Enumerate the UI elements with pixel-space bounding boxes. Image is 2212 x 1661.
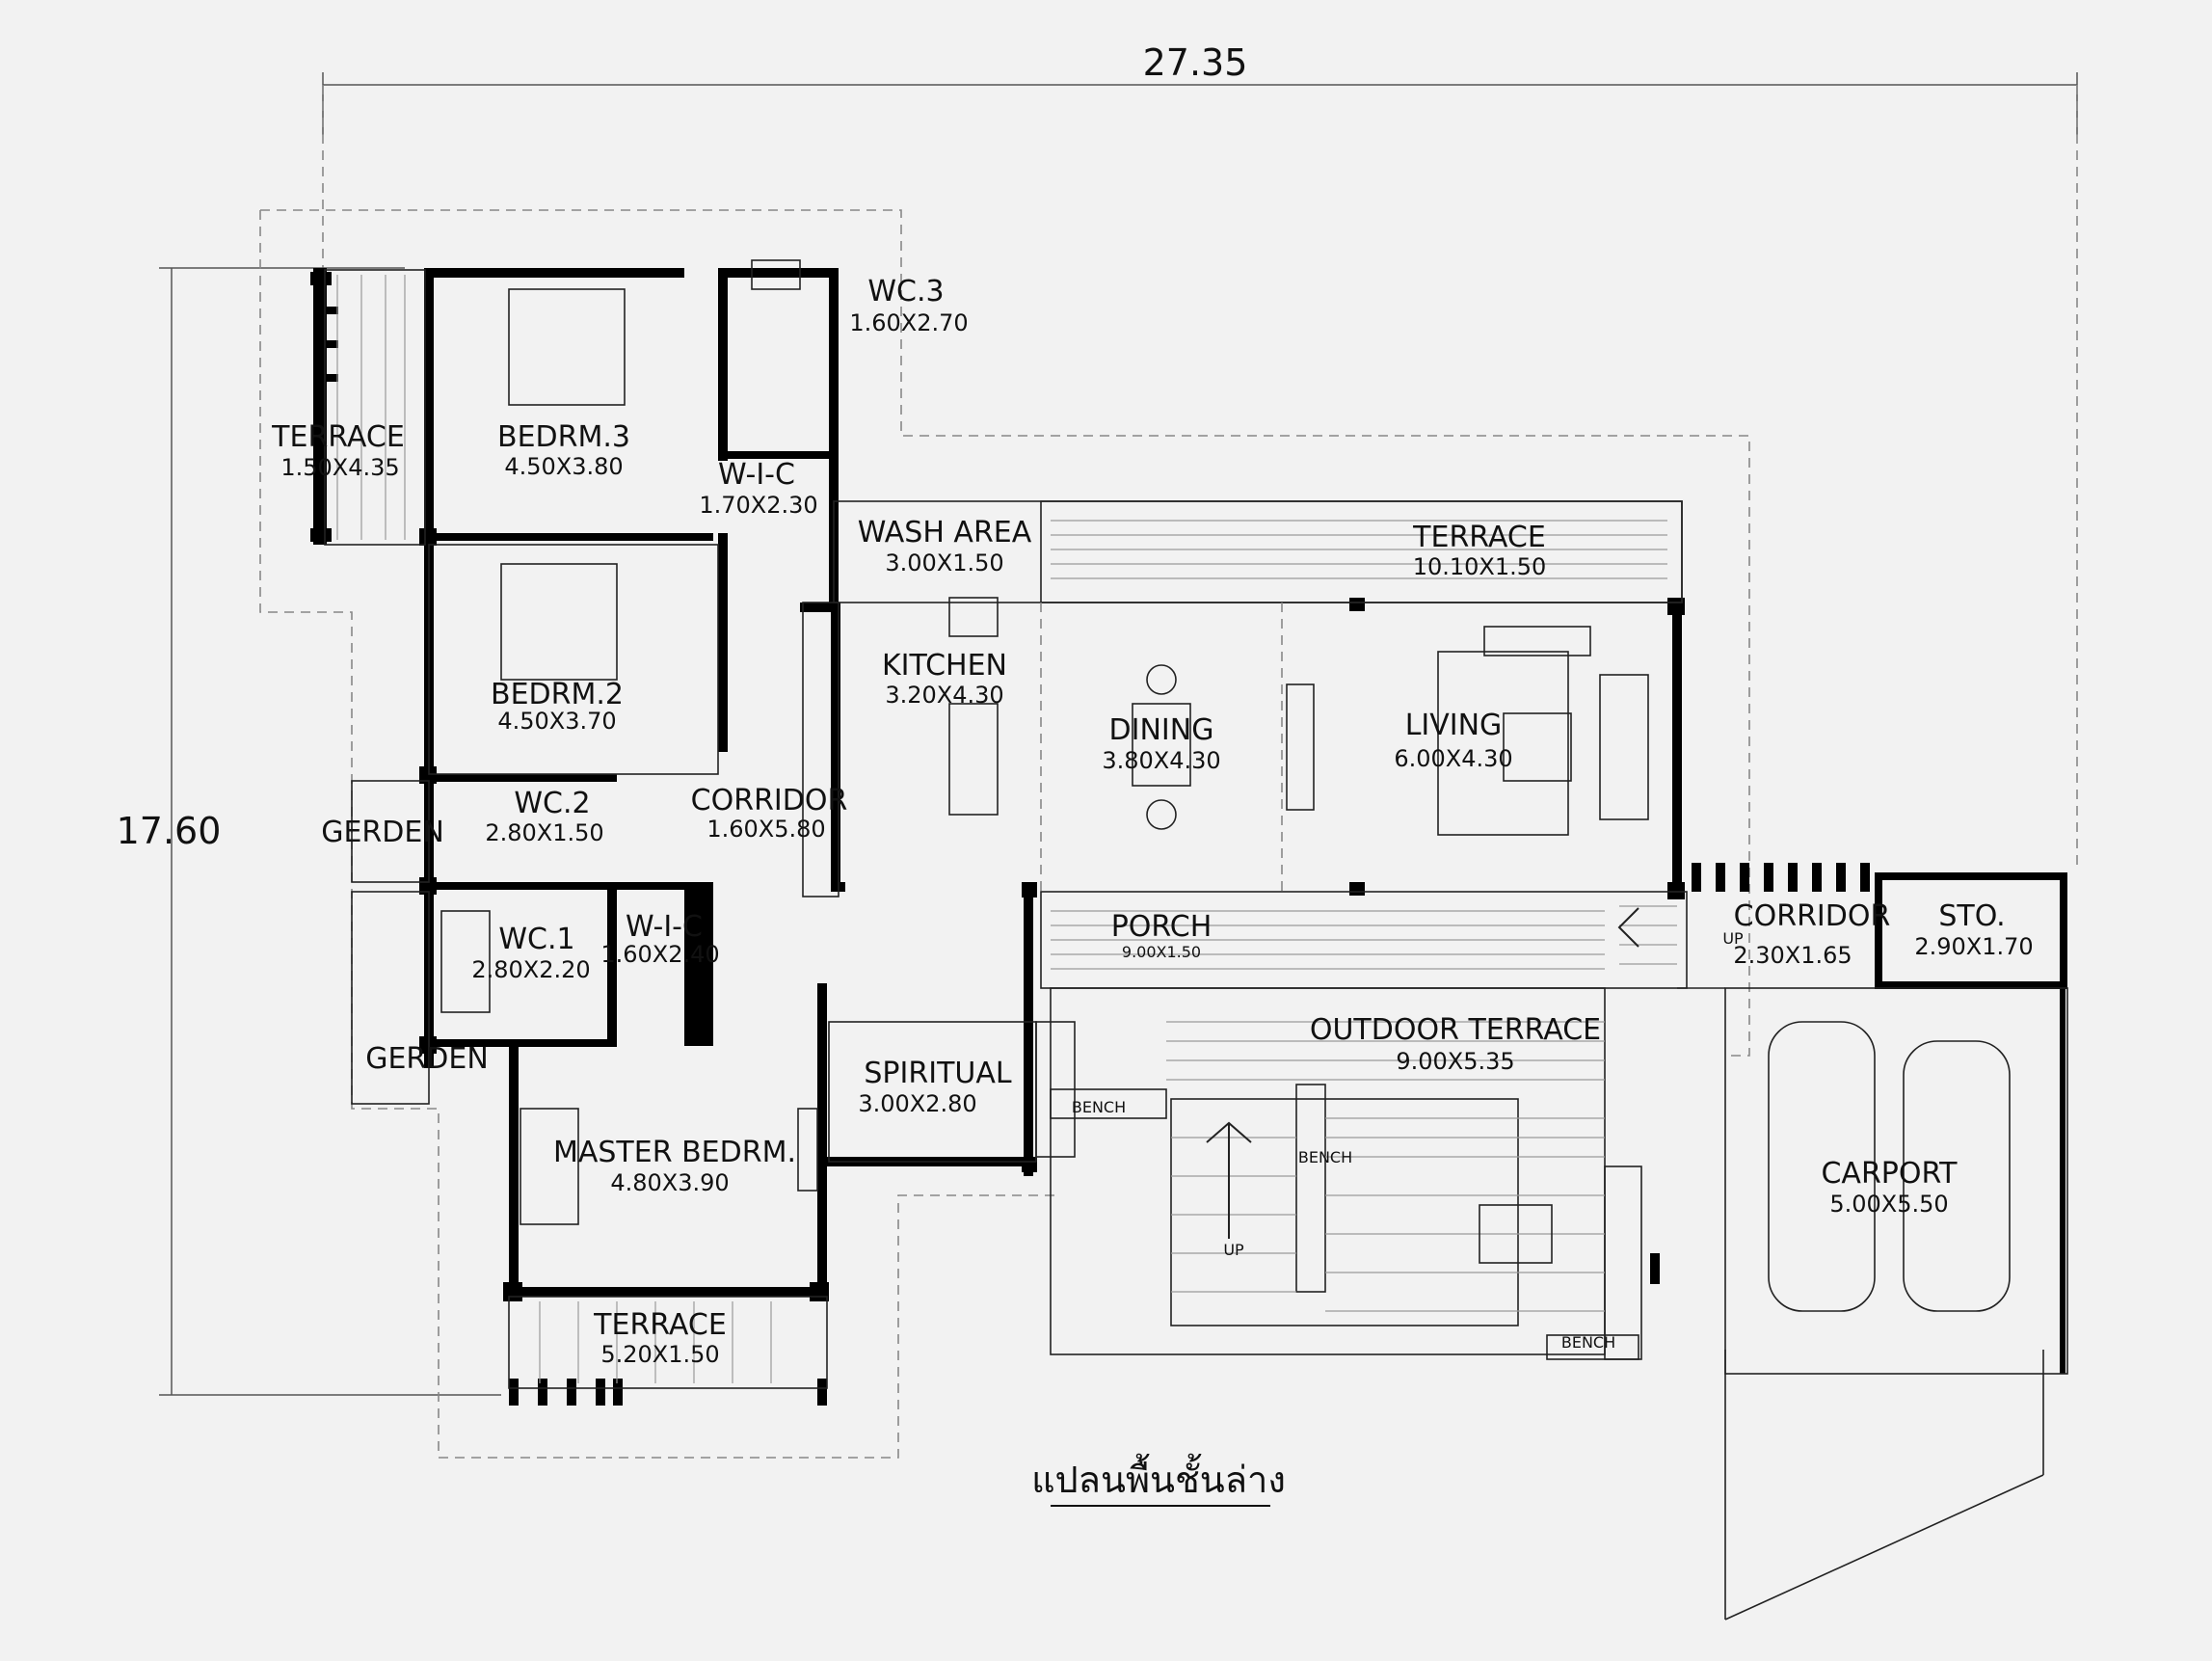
deck-boards [336, 275, 1677, 1383]
carport-size: 5.00X5.50 [1829, 1191, 1948, 1218]
terrace-west-size: 1.50X4.35 [280, 454, 399, 481]
spiritual-name: SPIRITUAL [864, 1057, 1011, 1090]
bed-2-icon [500, 563, 618, 681]
bedrm3-size: 4.50X3.80 [504, 453, 623, 480]
wash-area-size: 3.00X1.50 [885, 549, 1003, 576]
terrace-south-size: 5.20X1.50 [600, 1341, 719, 1368]
storage-size: 2.90X1.70 [1914, 933, 2033, 960]
wc2-size: 2.80X1.50 [485, 819, 603, 846]
corridor-center-name: CORRIDOR [691, 784, 848, 817]
bedrm2-name: BEDRM.2 [491, 678, 624, 711]
bench-label-2: BENCH [1298, 1148, 1352, 1166]
overall-depth-label: 17.60 [117, 810, 222, 852]
wic-mid-size: 1.60X2.40 [600, 941, 719, 968]
spiritual-size: 3.00X2.80 [858, 1090, 976, 1117]
bathtub-icon [440, 910, 491, 1013]
wc2-name: WC.2 [514, 787, 590, 820]
kitchen-size: 3.20X4.30 [885, 682, 1003, 709]
bench-label-1: BENCH [1072, 1098, 1126, 1116]
roof-outline [259, 209, 1750, 1459]
wic-mid-name: W-I-C [626, 910, 703, 944]
wc1-name: WC.1 [498, 923, 574, 956]
corridor-east-size: 2.30X1.65 [1733, 942, 1852, 969]
porch-size: 9.00X1.50 [1122, 943, 1201, 961]
master-bed-icon [520, 1108, 579, 1225]
overall-depth-dimension [159, 267, 501, 1396]
up-label-2: UP [1722, 929, 1744, 948]
coffee-table-icon [1503, 712, 1572, 782]
bench-label-3: BENCH [1561, 1333, 1615, 1352]
corridor-east-name: CORRIDOR [1734, 899, 1891, 933]
car-icon [1768, 1021, 1876, 1312]
plan-title: แปลนพื้นชั้นล่าง [1031, 1453, 1286, 1501]
porch-name: PORCH [1111, 910, 1213, 944]
bedrm2-size: 4.50X3.70 [497, 708, 616, 735]
sofa-icon [1483, 626, 1591, 656]
overall-width-label: 27.35 [1143, 41, 1248, 84]
stair-arrow-icon [1206, 907, 1639, 1239]
partitions [324, 269, 2068, 1621]
outdoor-terrace-size: 9.00X5.35 [1396, 1048, 1514, 1075]
outdoor-table-icon [1479, 1204, 1553, 1264]
sofa-icon [1599, 674, 1649, 820]
corridor-center-size: 1.60X5.80 [706, 816, 825, 843]
living-size: 6.00X4.30 [1394, 745, 1512, 772]
sink-icon [948, 597, 999, 637]
wc1-size: 2.80X2.20 [471, 956, 590, 983]
wic-top-name: W-I-C [718, 458, 795, 492]
altar-icon [1035, 1021, 1076, 1158]
gerden-1-name: GERDEN [321, 816, 444, 849]
car-icon [1903, 1040, 2011, 1312]
storage-name: STO. [1938, 899, 2005, 933]
terrace-south-name: TERRACE [593, 1308, 727, 1342]
wash-area-name: WASH AREA [858, 516, 1032, 549]
outdoor-terrace-name: OUTDOOR TERRACE [1310, 1013, 1601, 1047]
wc3-size: 1.60X2.70 [849, 309, 968, 336]
bed-3-icon [508, 288, 626, 406]
overall-width-dimension [322, 72, 2078, 868]
chair-icon [1146, 664, 1177, 695]
terrace-north-name: TERRACE [1412, 521, 1546, 554]
carport-name: CARPORT [1821, 1157, 1958, 1191]
wc3-name: WC.3 [867, 275, 944, 308]
master-bedroom-size: 4.80X3.90 [610, 1169, 729, 1196]
living-name: LIVING [1405, 709, 1503, 742]
dining-name: DINING [1109, 713, 1214, 747]
wic-top-size: 1.70X2.30 [699, 492, 817, 519]
dining-size: 3.80X4.30 [1102, 747, 1220, 774]
dining-table-icon [1132, 703, 1191, 787]
master-bedroom-name: MASTER BEDRM. [553, 1136, 796, 1169]
terrace-west-name: TERRACE [271, 420, 405, 454]
up-label-1: UP [1223, 1241, 1244, 1259]
kitchen-name: KITCHEN [882, 649, 1007, 683]
terrace-north-size: 10.10X1.50 [1413, 553, 1547, 580]
window-icon [751, 259, 801, 290]
furniture [440, 259, 2011, 1312]
gerden-2-name: GERDEN [365, 1042, 489, 1076]
bedrm3-name: BEDRM.3 [497, 420, 630, 454]
chair-icon [1146, 799, 1177, 830]
